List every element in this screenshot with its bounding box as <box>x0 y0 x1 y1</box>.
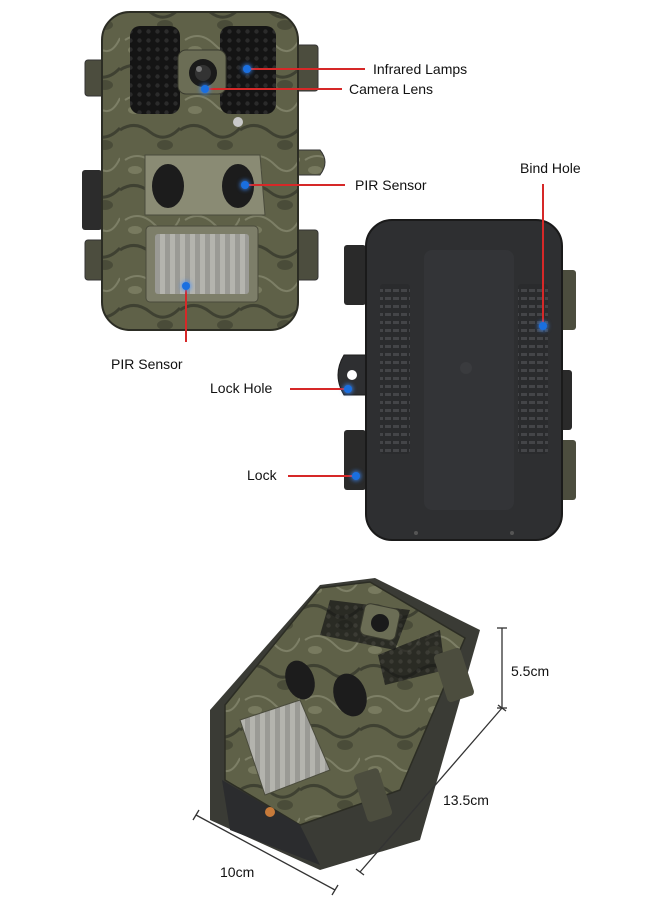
label-infrared-lamps: Infrared Lamps <box>373 61 468 77</box>
callout-line-pir-top <box>245 184 345 186</box>
label-lock: Lock <box>247 467 277 483</box>
dimension-length-label: 13.5cm <box>443 792 489 808</box>
back-view-camera <box>337 219 576 541</box>
callout-line-infrared <box>247 68 365 70</box>
callout-line-pir-bottom <box>185 286 187 342</box>
label-bind-hole: Bind Hole <box>520 160 581 176</box>
label-pir-sensor-top: PIR Sensor <box>355 177 427 193</box>
callout-dot-pir-top <box>241 181 249 189</box>
callout-line-lock-hole <box>290 388 350 390</box>
callout-line-bind-hole <box>542 184 544 326</box>
dimension-width-label: 10cm <box>220 864 255 880</box>
label-lock-hole: Lock Hole <box>210 380 273 396</box>
callout-dot-pir-bottom <box>182 282 190 290</box>
front-view-camera <box>82 11 326 331</box>
callout-dot-lock <box>352 472 360 480</box>
label-pir-sensor-bottom: PIR Sensor <box>111 356 183 372</box>
callout-dot-infrared <box>243 65 251 73</box>
dimension-height-label: 5.5cm <box>511 663 550 679</box>
callout-dot-lock-hole <box>344 385 352 393</box>
callout-dot-lens <box>201 85 209 93</box>
callout-line-lens <box>206 88 342 90</box>
callout-dot-bind-hole <box>539 322 547 330</box>
angled-view-camera <box>210 578 480 870</box>
callout-line-lock <box>288 475 354 477</box>
label-camera-lens: Camera Lens <box>349 81 434 97</box>
